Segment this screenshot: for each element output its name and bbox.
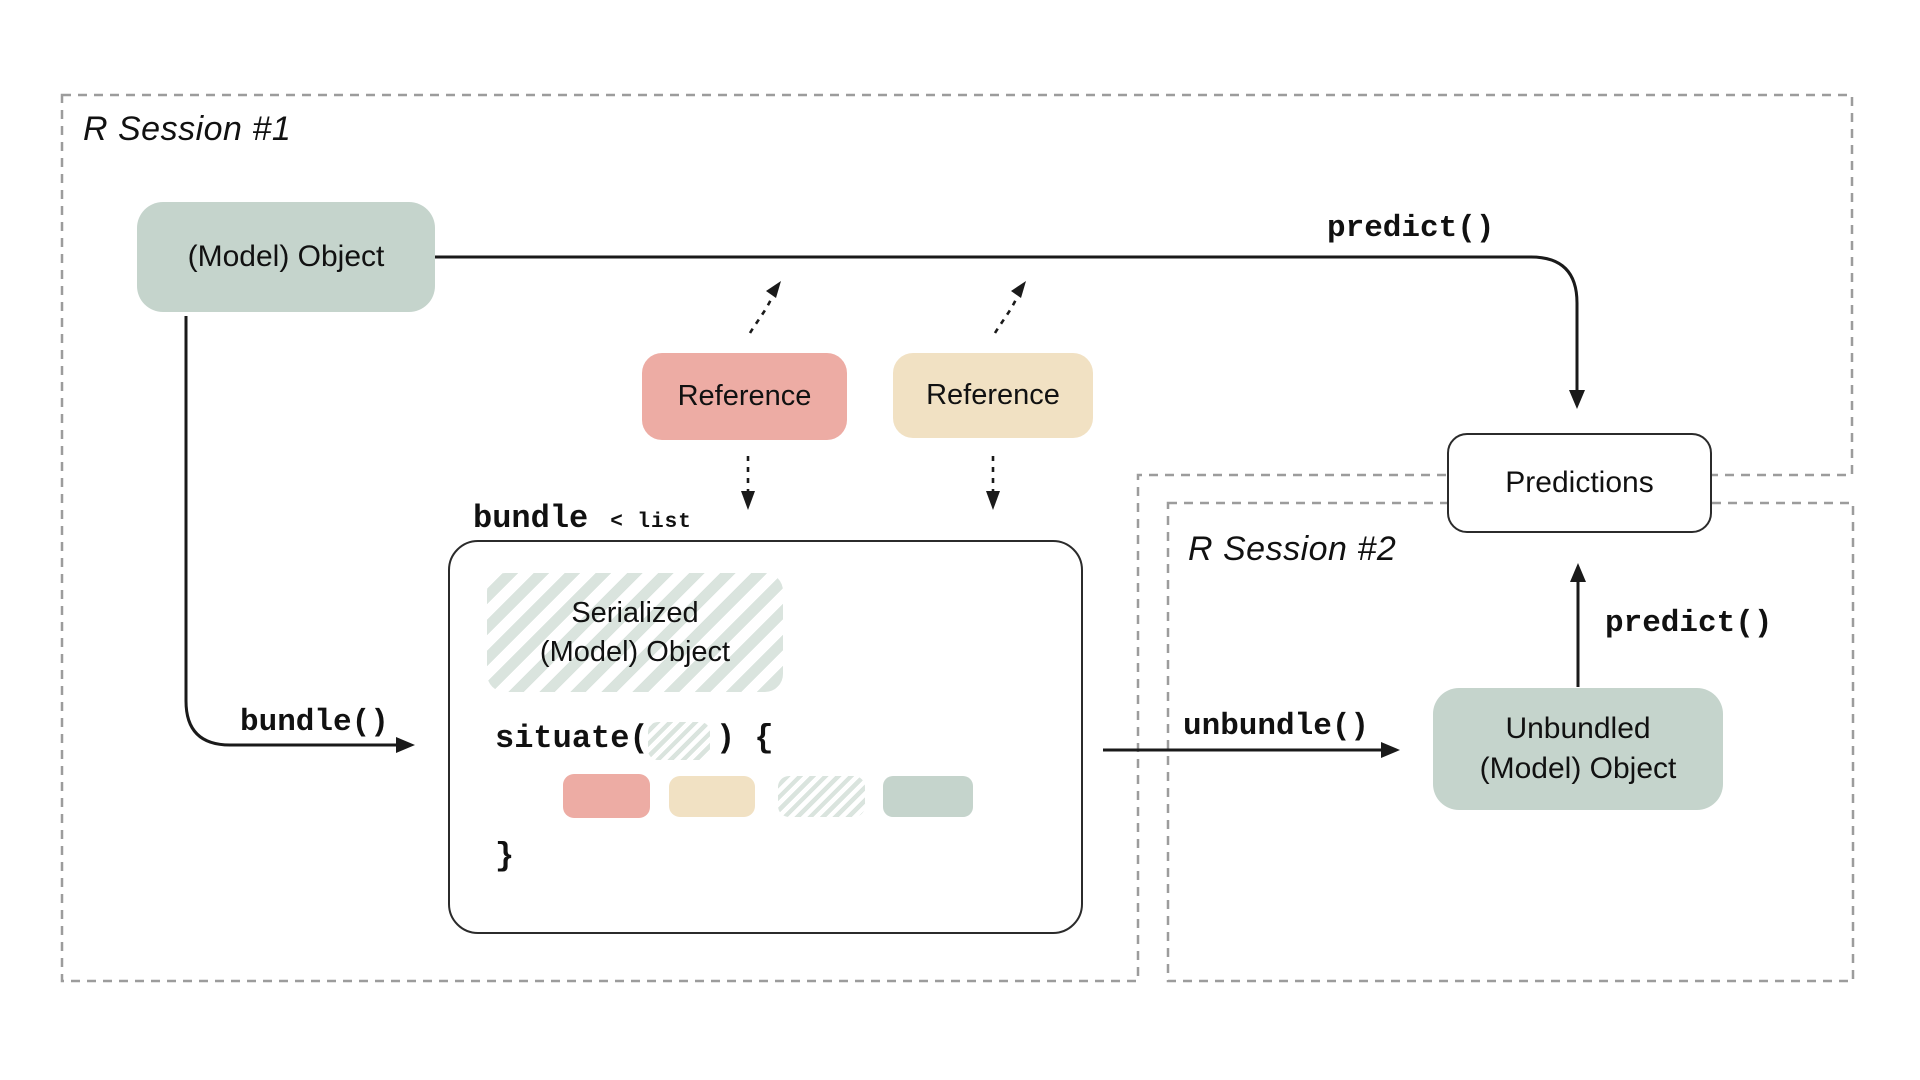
reference1-up-arrow [748,296,774,334]
predict2-arrowhead [1570,563,1586,582]
predictions-box: Predictions [1447,433,1712,533]
reference-tan-box: Reference [893,353,1093,438]
reference1-up-arrowhead [766,281,781,298]
model-object-box: (Model) Object [137,202,435,312]
predict-arrowhead [1569,390,1585,409]
reference2-up-arrow [993,296,1019,334]
predictions-label: Predictions [1505,466,1654,499]
reference-pink-label: Reference [677,380,812,412]
unbundled-label-line2: (Model) Object [1479,752,1677,785]
session2-label: R Session #2 [1188,530,1397,568]
session1-label: R Session #1 [83,110,292,148]
situate-argument-chip [648,722,710,760]
model-object-label: (Model) Object [187,240,385,273]
unbundle-arrowhead [1381,742,1400,758]
bundle-chip-tan [669,776,755,817]
serialized-model-box: Serialized (Model) Object [487,573,783,692]
bundle-fn-label: bundle() [240,705,389,740]
bundle-chip-striped [778,776,865,817]
bundle-chip-pink [563,774,650,818]
unbundle-fn-label: unbundle() [1183,709,1370,744]
reference-tan-label: Reference [926,379,1060,411]
unbundled-model-box: Unbundled (Model) Object [1433,688,1723,810]
bundle-variable-row: bundle < list [473,500,692,537]
closing-brace-label: } [495,838,515,875]
bundle-type-label: < list [610,511,692,534]
bundle-arrow-line [184,316,398,747]
reference2-down-arrowhead [986,491,1000,510]
predict-arrow-line [435,255,1579,392]
serialized-label-line2: (Model) Object [539,635,731,668]
bundle-chip-green [883,776,973,817]
situate-close-label: ) { [716,720,774,757]
bundle-variable-label: bundle [473,500,589,537]
predict-top-label: predict() [1327,211,1495,246]
predict-right-label: predict() [1605,606,1773,641]
unbundled-label-line1: Unbundled [1505,712,1651,745]
reference-pink-box: Reference [642,353,847,440]
serialized-label-line1: Serialized [571,596,699,629]
reference2-up-arrowhead [1011,281,1026,298]
situate-open-label: situate( [495,720,649,757]
reference1-down-arrowhead [741,491,755,510]
bundle-arrowhead [396,737,415,753]
session1-border [60,93,1854,983]
